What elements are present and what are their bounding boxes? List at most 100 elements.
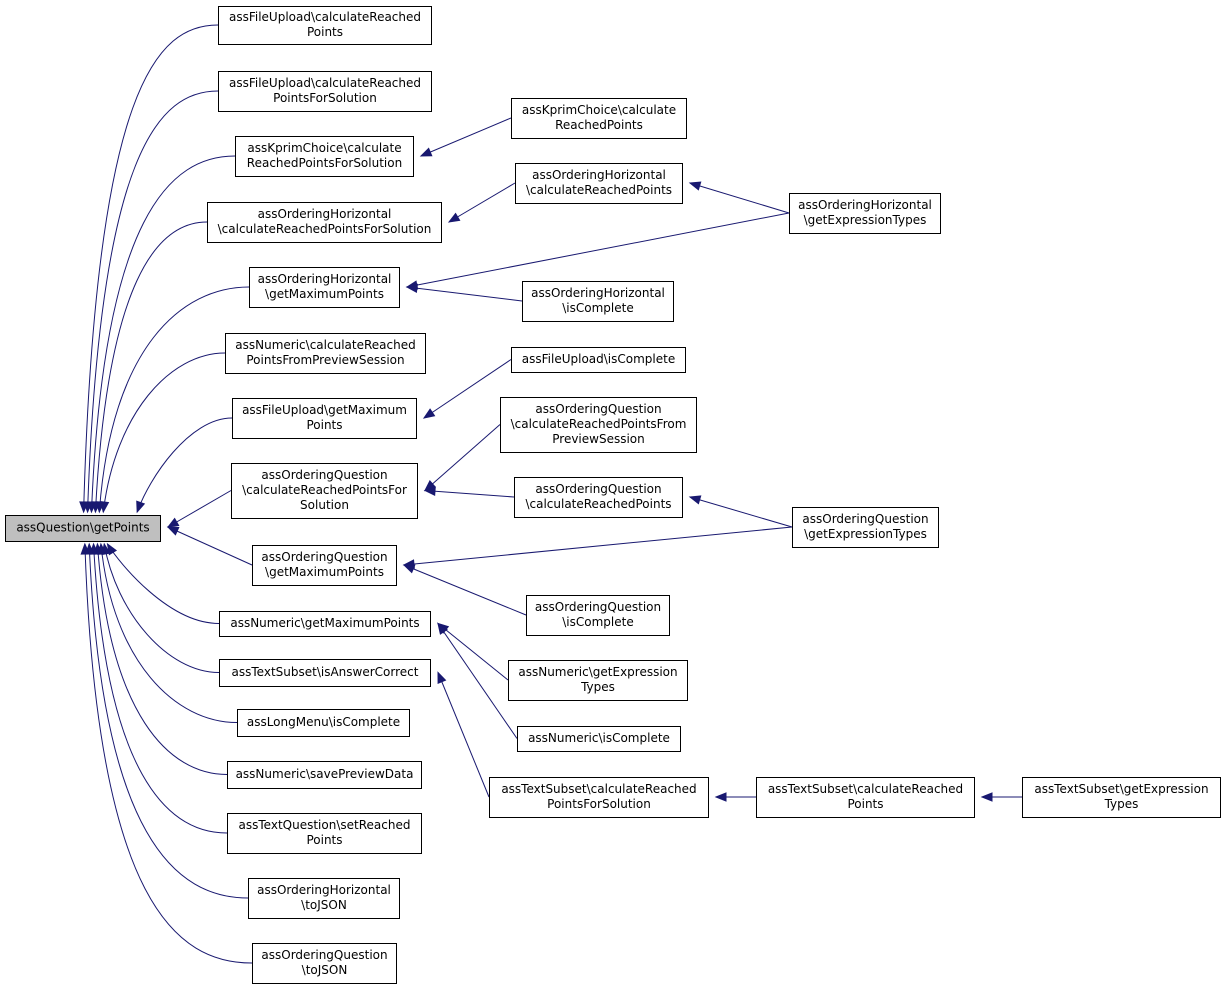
edge-lm_complete-to-root — [97, 542, 238, 723]
node-label-line: assOrderingQuestion — [535, 402, 661, 416]
edge-ts_correct-to-root — [101, 542, 220, 673]
node-label-line: Points — [306, 418, 342, 432]
node-box — [231, 463, 418, 519]
node-oh-complete[interactable]: assOrderingHorizontal\isComplete — [522, 281, 674, 322]
node-oh-calcsol[interactable]: assOrderingHorizontal\calculateReachedPo… — [207, 202, 442, 243]
node-label-line: PointsForSolution — [273, 91, 377, 105]
node-label-line: assOrderingHorizontal — [258, 207, 392, 221]
node-label-line: assOrderingHorizontal — [531, 286, 665, 300]
node-oq-calcsol[interactable]: assOrderingQuestion\calculateReachedPoin… — [231, 463, 418, 519]
edge-oq_complete-to-oq_max — [402, 564, 527, 616]
node-box — [526, 595, 670, 636]
node-label-line: assTextSubset\getExpression — [1034, 782, 1208, 796]
node-label-line: assOrderingHorizontal — [258, 272, 392, 286]
node-ts-expr[interactable]: assTextSubset\getExpressionTypes — [1022, 777, 1221, 818]
node-oq-max[interactable]: assOrderingQuestion\getMaximumPoints — [252, 545, 397, 586]
edge-oq_calc-to-oq_calcsol — [423, 486, 515, 498]
node-fu-max[interactable]: assFileUpload\getMaximumPoints — [232, 398, 417, 439]
node-box — [789, 193, 941, 234]
node-box — [756, 777, 975, 818]
node-box — [218, 71, 432, 112]
node-label-line: Types — [580, 680, 615, 694]
node-label-line: \toJSON — [301, 898, 347, 912]
edge-oh_calc-to-oh_calcsol — [447, 182, 516, 223]
node-layer: assQuestion\getPoints assFileUpload\calcu… — [5, 6, 1221, 984]
node-label-line: assFileUpload\getMaximum — [242, 403, 407, 417]
arrowhead — [422, 408, 436, 419]
node-box — [514, 477, 683, 518]
node-fu-complete[interactable]: assFileUpload\isComplete — [511, 347, 686, 373]
arrowhead — [447, 212, 461, 223]
node-oh-json[interactable]: assOrderingHorizontal\toJSON — [248, 878, 400, 919]
node-root[interactable]: assQuestion\getPoints — [5, 515, 161, 542]
node-box — [237, 709, 410, 737]
node-label-line: ReachedPointsForSolution — [247, 156, 402, 170]
node-box — [517, 726, 681, 752]
node-kp-calc[interactable]: assKprimChoice\calculateReachedPoints — [511, 98, 687, 139]
node-label-line: \getMaximumPoints — [265, 287, 384, 301]
arrowhead — [423, 486, 436, 496]
node-label-line: assOrderingHorizontal — [798, 198, 932, 212]
edge-ts_calcsol-to-ts_correct — [437, 671, 490, 798]
node-label-line: assTextSubset\isAnswerCorrect — [232, 665, 419, 679]
node-label-line: assTextSubset\calculateReached — [501, 782, 696, 796]
node-num-expr[interactable]: assNumeric\getExpressionTypes — [508, 660, 688, 701]
node-label-line: assKprimChoice\calculate — [247, 141, 401, 155]
node-label-line: assOrderingQuestion — [802, 512, 928, 526]
node-oq-preview[interactable]: assOrderingQuestion\calculateReachedPoin… — [500, 397, 697, 453]
node-ts-calc[interactable]: assTextSubset\calculateReachedPoints — [756, 777, 975, 818]
node-num-preview[interactable]: assNumeric\calculateReachedPointsFromPre… — [225, 333, 426, 374]
edge-oh_max-to-root — [95, 286, 250, 514]
node-lm-complete[interactable]: assLongMenu\isComplete — [237, 709, 410, 737]
node-box — [219, 611, 431, 637]
node-label-line: \calculateReachedPointsFor — [242, 483, 407, 497]
node-oh-max[interactable]: assOrderingHorizontal\getMaximumPoints — [249, 267, 400, 308]
node-box — [227, 761, 422, 789]
arrowhead — [80, 542, 90, 555]
arrowhead — [166, 526, 180, 536]
node-ts-correct[interactable]: assTextSubset\isAnswerCorrect — [219, 659, 431, 687]
arrowhead — [99, 501, 110, 514]
node-label-line: assNumeric\calculateReached — [235, 338, 415, 352]
node-box — [252, 545, 397, 586]
node-box — [207, 202, 442, 243]
node-label-line: PointsForSolution — [547, 797, 651, 811]
node-label-line: assOrderingHorizontal — [257, 883, 391, 897]
node-kp-calcsol[interactable]: assKprimChoice\calculateReachedPointsFor… — [235, 136, 414, 177]
node-box — [1022, 777, 1221, 818]
arrowhead — [437, 622, 448, 635]
node-box — [511, 98, 687, 139]
node-oh-expr[interactable]: assOrderingHorizontal\getExpressionTypes — [789, 193, 941, 234]
arrowhead — [714, 792, 727, 802]
edge-oh_expr-to-oh_max — [405, 212, 790, 290]
edge-oq_json-to-root — [80, 542, 253, 964]
arrowhead — [688, 181, 702, 191]
arrowhead — [437, 671, 447, 685]
node-label-line: assNumeric\getMaximumPoints — [230, 616, 419, 630]
node-box — [218, 6, 432, 45]
edge-oq_max-to-root — [166, 526, 253, 566]
node-label-line: \toJSON — [302, 963, 348, 977]
node-fu-calc[interactable]: assFileUpload\calculateReachedPoints — [218, 6, 432, 45]
node-box — [235, 136, 414, 177]
node-label-line: assTextSubset\calculateReached — [768, 782, 963, 796]
edge-oq_expr-to-oq_max — [402, 526, 793, 569]
edge-oq_calcsol-to-root — [166, 490, 232, 528]
edge-oh_complete-to-oh_max — [405, 283, 523, 302]
node-label-line: ReachedPoints — [555, 118, 643, 132]
node-oh-calc[interactable]: assOrderingHorizontal\calculateReachedPo… — [515, 163, 683, 204]
node-ts-calcsol[interactable]: assTextSubset\calculateReachedPointsForS… — [489, 777, 709, 818]
node-box — [232, 398, 417, 439]
node-num-save[interactable]: assNumeric\savePreviewData — [227, 761, 422, 789]
node-label-line: Solution — [300, 498, 349, 512]
node-num-complete[interactable]: assNumeric\isComplete — [517, 726, 681, 752]
arrowhead — [419, 147, 433, 157]
node-oq-json[interactable]: assOrderingQuestion\toJSON — [252, 943, 397, 984]
node-oq-complete[interactable]: assOrderingQuestion\isComplete — [526, 595, 670, 636]
node-fu-calcsol[interactable]: assFileUpload\calculateReachedPointsForS… — [218, 71, 432, 112]
node-oq-expr[interactable]: assOrderingQuestion\getExpressionTypes — [792, 507, 939, 548]
node-label-line: \calculateReachedPoints — [525, 497, 671, 511]
node-num-max[interactable]: assNumeric\getMaximumPoints — [219, 611, 431, 637]
node-oq-calc[interactable]: assOrderingQuestion\calculateReachedPoin… — [514, 477, 683, 518]
